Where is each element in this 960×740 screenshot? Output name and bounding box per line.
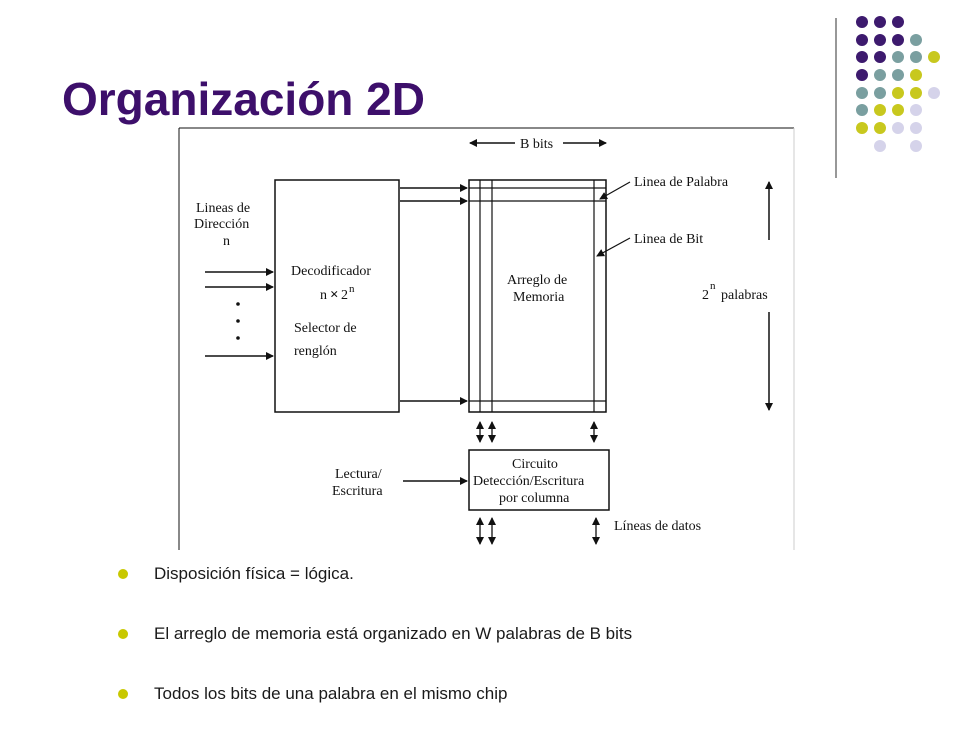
- rw-label-2: Escritura: [332, 484, 383, 499]
- bit-line-pointer: [596, 237, 631, 257]
- words-count-base: 2: [702, 288, 709, 303]
- bullet-text: Disposición física = lógica.: [154, 564, 354, 583]
- bullet-item: Todos los bits de una palabra en el mism…: [118, 680, 938, 740]
- b-bits-label: B bits: [520, 137, 553, 152]
- dot-grid: [856, 16, 940, 152]
- decoder-label: Decodificador: [291, 264, 371, 279]
- selector-label-2: renglón: [294, 344, 337, 359]
- word-line-label: Linea de Palabra: [634, 175, 729, 190]
- circuit-label-1: Circuito: [512, 457, 558, 472]
- words-count-label: palabras: [721, 288, 768, 303]
- word-line-pointer: [599, 181, 631, 200]
- words-count-exponent: n: [710, 280, 716, 292]
- array-label-1: Arreglo de: [507, 273, 567, 288]
- data-lines-label: Líneas de datos: [614, 519, 701, 534]
- array-label-2: Memoria: [513, 290, 565, 305]
- bullet-list: Disposición física = lógica. El arreglo …: [118, 560, 938, 740]
- bullet-item: Disposición física = lógica.: [118, 560, 938, 620]
- decoder-size-n: n: [320, 288, 327, 303]
- bullet-dot-icon: [118, 629, 128, 639]
- decoder-size-exponent: n: [349, 283, 355, 295]
- bit-line-label: Linea de Bit: [634, 232, 703, 247]
- circuit-label-2: Detección/Escritura: [473, 474, 585, 489]
- decoder-box: [274, 179, 400, 413]
- bullet-text: El arreglo de memoria está organizado en…: [154, 624, 633, 643]
- circuit-label-3: por columna: [499, 491, 570, 506]
- address-lines-label-2: Dirección: [194, 217, 249, 232]
- rw-label-1: Lectura/: [335, 467, 382, 482]
- data-line-arrows: [476, 517, 600, 545]
- bullet-dot-icon: [118, 569, 128, 579]
- selector-label-1: Selector de: [294, 321, 357, 336]
- bullet-item: El arreglo de memoria está organizado en…: [118, 620, 938, 680]
- ellipsis-dot: [236, 302, 240, 306]
- ellipsis-dot: [236, 336, 240, 340]
- rw-circuit-box: [468, 449, 610, 511]
- bullet-text: Todos los bits de una palabra en el mism…: [154, 684, 508, 703]
- address-lines-label-3: n: [223, 234, 230, 249]
- decoder-size-times: ×: [330, 287, 339, 303]
- address-lines-label-1: Lineas de: [196, 201, 250, 216]
- array-circuit-arrows: [476, 421, 598, 443]
- memory-2d-diagram: B bits Lineas de Dirección n Decodificad…: [178, 127, 795, 550]
- decoder-size-base: 2: [341, 288, 348, 303]
- bullet-dot-icon: [118, 689, 128, 699]
- ellipsis-dot: [236, 319, 240, 323]
- slide-title: Organización 2D: [62, 73, 425, 125]
- memory-array: [468, 179, 607, 413]
- decorative-dot-grid: [835, 16, 940, 178]
